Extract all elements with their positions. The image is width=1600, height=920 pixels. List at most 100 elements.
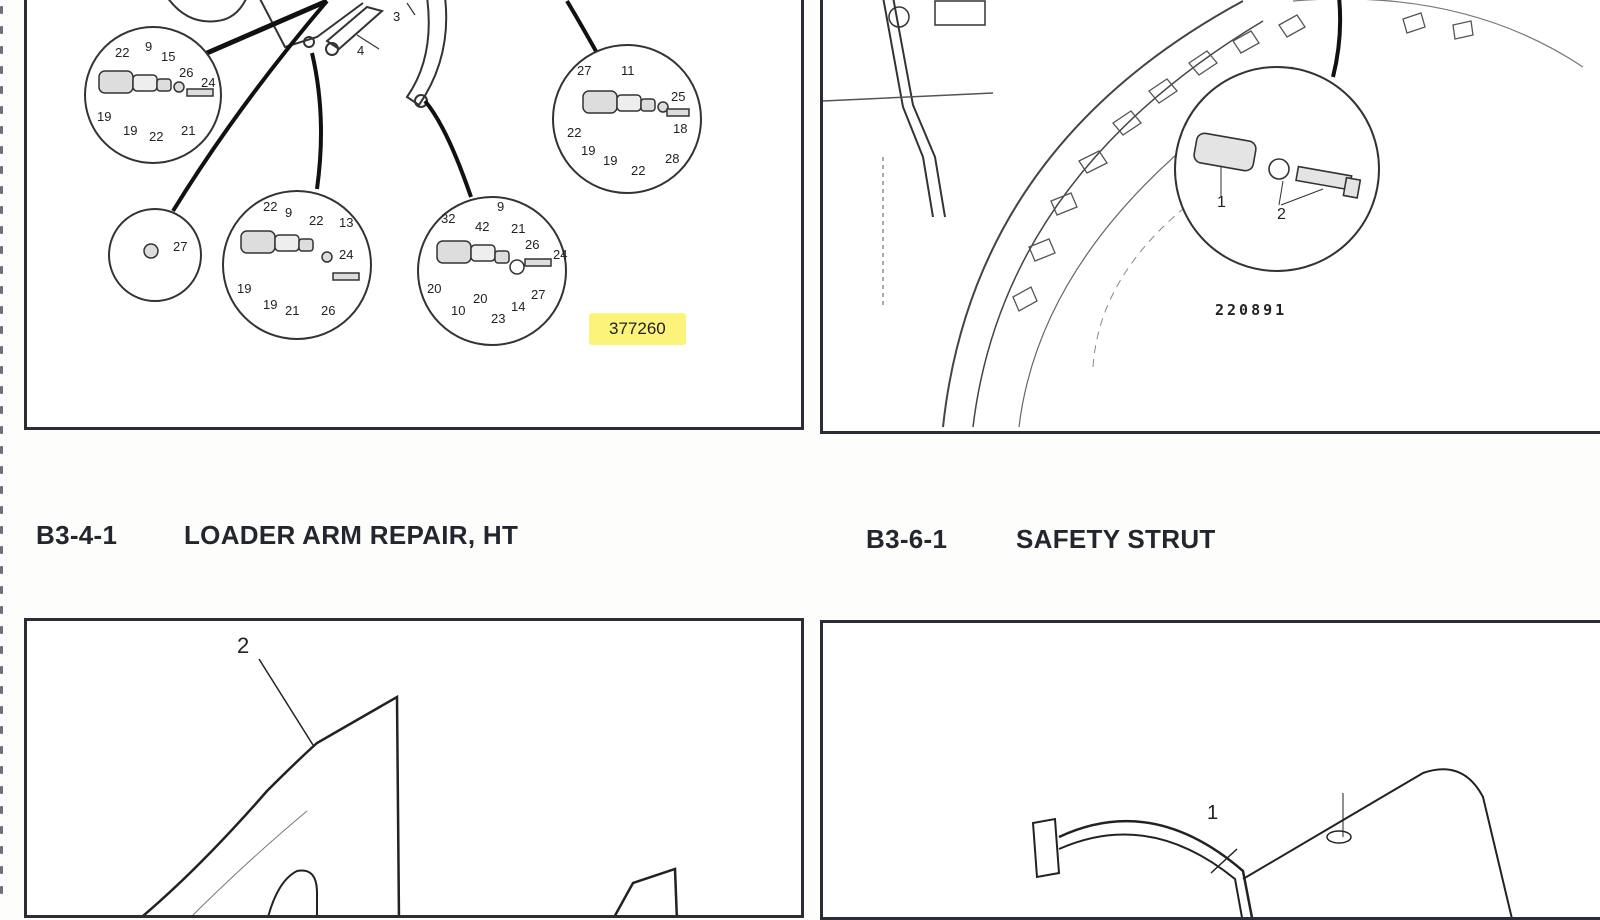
callout-2: 2: [1277, 206, 1286, 223]
callout-1: 1: [1217, 194, 1226, 211]
binding-hole: [0, 66, 3, 74]
binding-hole: [0, 686, 3, 694]
callout-19: 19: [603, 153, 617, 168]
callout-2: 2: [237, 633, 249, 658]
binding-hole: [0, 626, 3, 634]
binding-hole: [0, 186, 3, 194]
binding-hole: [0, 126, 3, 134]
section-title-loader-arm-repair: LOADER ARM REPAIR, HT: [184, 520, 519, 550]
binding-hole: [0, 206, 3, 214]
callout-21: 21: [285, 303, 299, 318]
callout-20: 20: [473, 291, 487, 306]
binding-hole: [0, 886, 3, 894]
binding-hole: [0, 566, 3, 574]
callout-22: 22: [115, 45, 129, 60]
safety-strut-drawing: 1: [1031, 768, 1513, 917]
binding-hole: [0, 286, 3, 294]
binding-hole: [0, 746, 3, 754]
callout-26: 26: [179, 65, 193, 80]
section-code-b3-6-1: B3-6-1: [866, 524, 948, 554]
binding-hole: [0, 546, 3, 554]
callout-13: 13: [339, 215, 353, 230]
callout-23: 23: [491, 311, 505, 326]
callout-10: 10: [451, 303, 465, 318]
wheel-strut-drawing: 12: [823, 0, 1584, 428]
binding-hole: [0, 406, 3, 414]
binding-hole: [0, 346, 3, 354]
callout-19: 19: [237, 281, 251, 296]
binding-hole: [0, 366, 3, 374]
section-code-b3-4-1: B3-4-1: [36, 520, 118, 550]
callout-9: 9: [497, 199, 504, 214]
callout-42: 42: [475, 219, 489, 234]
loader-arm-drawing: 2: [142, 633, 679, 915]
binding-hole: [0, 246, 3, 254]
binding-hole: [0, 526, 3, 534]
binding-hole: [0, 146, 3, 154]
binding-hole: [0, 726, 3, 734]
callout-4: 4: [357, 43, 364, 58]
binding-hole: [0, 426, 3, 434]
callout-24: 24: [339, 247, 353, 262]
part-callouts: 12: [1217, 194, 1286, 223]
binding-hole: [0, 306, 3, 314]
binding-hole: [0, 506, 3, 514]
binding-hole: [0, 666, 3, 674]
callout-21: 21: [181, 123, 195, 138]
binding-hole: [0, 26, 3, 34]
figure-panel-bottom-left: 2: [24, 618, 804, 918]
callout-27: 27: [531, 287, 545, 302]
binding-hole: [0, 226, 3, 234]
binding-hole: [0, 466, 3, 474]
callout-22: 22: [631, 163, 645, 178]
binding-hole: [0, 586, 3, 594]
section-title-safety-strut: SAFETY STRUT: [1016, 524, 1216, 554]
binding-hole: [0, 106, 3, 114]
binding-hole: [0, 706, 3, 714]
binding-hole: [0, 386, 3, 394]
callout-32: 32: [441, 211, 455, 226]
callout-19: 19: [97, 109, 111, 124]
binding-hole: [0, 86, 3, 94]
callout-22: 22: [263, 199, 277, 214]
callout-14: 14: [511, 299, 525, 314]
callout-26: 26: [321, 303, 335, 318]
callout-19: 19: [581, 143, 595, 158]
callout-28: 28: [665, 151, 679, 166]
part-callouts: 1: [1207, 802, 1218, 824]
callout-3: 3: [393, 9, 400, 24]
callout-24: 24: [553, 247, 567, 262]
binding-hole: [0, 266, 3, 274]
callout-11: 11: [621, 63, 635, 78]
binding-hole: [0, 486, 3, 494]
binding-hole: [0, 6, 3, 14]
binding-hole: [0, 786, 3, 794]
callout-20: 20: [427, 281, 441, 296]
callout-19: 19: [263, 297, 277, 312]
binding-hole: [0, 166, 3, 174]
binding-hole: [0, 606, 3, 614]
figure-panel-bottom-right: 1: [820, 620, 1600, 920]
binding-hole: [0, 46, 3, 54]
binding-hole: [0, 826, 3, 834]
callout-25: 25: [671, 89, 685, 104]
binding-hole: [0, 846, 3, 854]
callout-27: 27: [173, 239, 187, 254]
callout-22: 22: [309, 213, 323, 228]
callout-9: 9: [285, 205, 292, 220]
binding-hole: [0, 646, 3, 654]
binding-hole: [0, 806, 3, 814]
callout-18: 18: [673, 121, 687, 136]
binding-hole: [0, 866, 3, 874]
figure-number-377260: 377260: [589, 313, 686, 345]
callout-22: 22: [567, 125, 581, 140]
callout-26: 26: [525, 237, 539, 252]
binding-hole: [0, 326, 3, 334]
callout-22: 22: [149, 129, 163, 144]
callout-27: 27: [577, 63, 591, 78]
binding-hole: [0, 446, 3, 454]
callout-19: 19: [123, 123, 137, 138]
